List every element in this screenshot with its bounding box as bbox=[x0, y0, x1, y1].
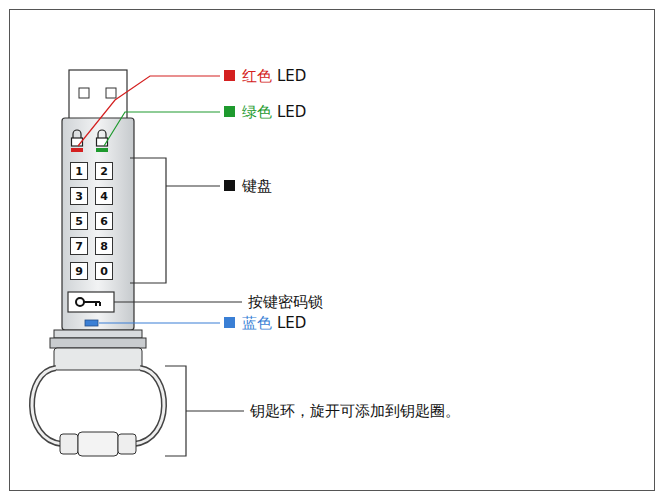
key-number: 3 bbox=[75, 190, 83, 203]
keypad-key: 8 bbox=[95, 237, 113, 255]
key-number: 0 bbox=[100, 265, 108, 278]
key-number: 7 bbox=[75, 240, 83, 253]
key-number: 9 bbox=[75, 265, 83, 278]
callout-label: 红色 bbox=[242, 67, 272, 85]
callout-label: 钥匙环，旋开可添加到钥匙圈。 bbox=[250, 402, 460, 420]
key-number: 8 bbox=[100, 240, 108, 253]
callout-label: 键盘 bbox=[242, 177, 272, 195]
callout-label: 蓝色 bbox=[242, 314, 272, 332]
keypad-key: 9 bbox=[70, 262, 88, 280]
callout-label: 按键密码锁 bbox=[248, 293, 323, 311]
key-number: 4 bbox=[100, 190, 108, 203]
keypad-key: 3 bbox=[70, 187, 88, 205]
key-number: 6 bbox=[100, 215, 108, 228]
keypad-key: 4 bbox=[95, 187, 113, 205]
key-number: 2 bbox=[100, 165, 108, 178]
keypad-key: 6 bbox=[95, 212, 113, 230]
keypad-key: 5 bbox=[70, 212, 88, 230]
keypad-key: 7 bbox=[70, 237, 88, 255]
callout-label: 绿色 bbox=[242, 103, 272, 121]
keypad-key: 0 bbox=[95, 262, 113, 280]
key-number: 1 bbox=[75, 165, 83, 178]
key-number: 5 bbox=[75, 215, 83, 228]
callout-label: LED bbox=[277, 67, 306, 85]
keypad-key: 1 bbox=[70, 162, 88, 180]
lock-button bbox=[68, 292, 114, 312]
callout-label: LED bbox=[277, 103, 306, 121]
keypad-key: 2 bbox=[95, 162, 113, 180]
callout-label: LED bbox=[277, 314, 306, 332]
